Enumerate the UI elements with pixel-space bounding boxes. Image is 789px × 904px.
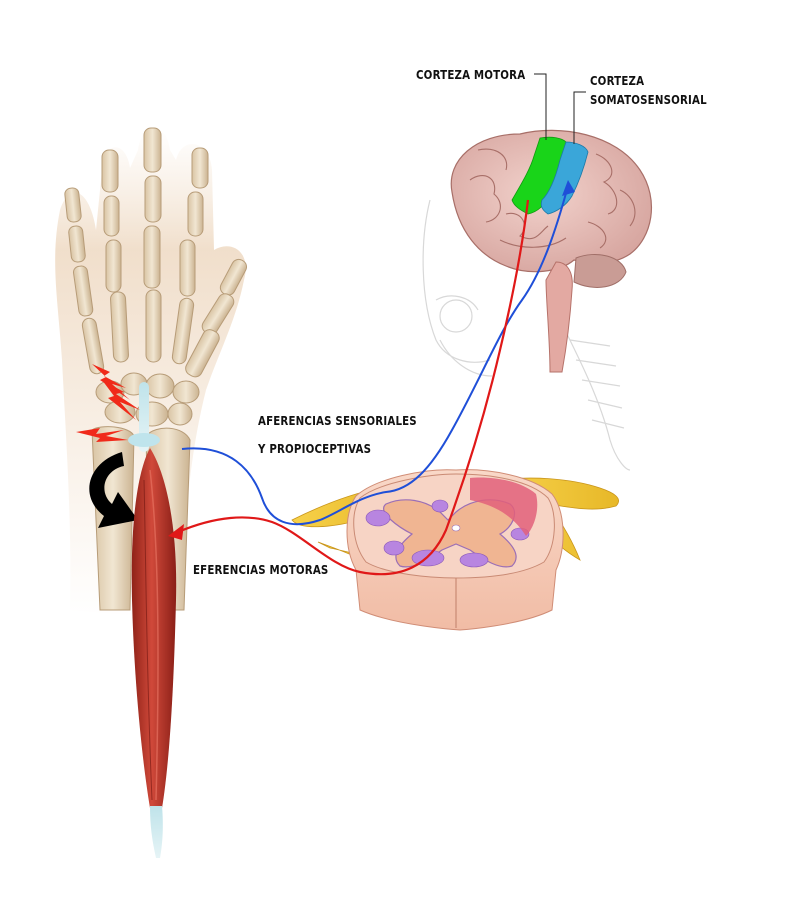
- motor-cortex-region: [511, 136, 567, 215]
- spinal-cord-section: [291, 469, 619, 631]
- somatosensory-cortex-label-line1: CORTEZA: [590, 73, 645, 88]
- efferents-label: EFERENCIAS MOTORAS: [193, 562, 329, 577]
- afferents-label-line1: AFERENCIAS SENSORIALES: [258, 413, 417, 428]
- brain: [450, 129, 652, 373]
- afferents-label-line2: Y PROPIOCEPTIVAS: [258, 441, 372, 456]
- skull-outline: [422, 199, 631, 471]
- motor-cortex-leader-line: [534, 73, 547, 140]
- somatosensory-leader-line: [573, 91, 586, 144]
- pain-signal-icon: [76, 364, 140, 442]
- forearm-muscle: [131, 448, 177, 858]
- somatosensory-cortex-label-line2: SOMATOSENSORIAL: [590, 92, 707, 107]
- efferent-pathway: [168, 199, 530, 576]
- motor-cortex-label: CORTEZA MOTORA: [416, 67, 526, 82]
- tendon-sheath: [128, 433, 160, 447]
- efferent-arrowhead: [168, 524, 184, 540]
- afferent-arrowhead: [562, 180, 575, 196]
- afferent-pathway: [181, 180, 575, 526]
- rotation-arrow-icon: [89, 452, 138, 528]
- somatosensory-cortex-region: [540, 141, 589, 215]
